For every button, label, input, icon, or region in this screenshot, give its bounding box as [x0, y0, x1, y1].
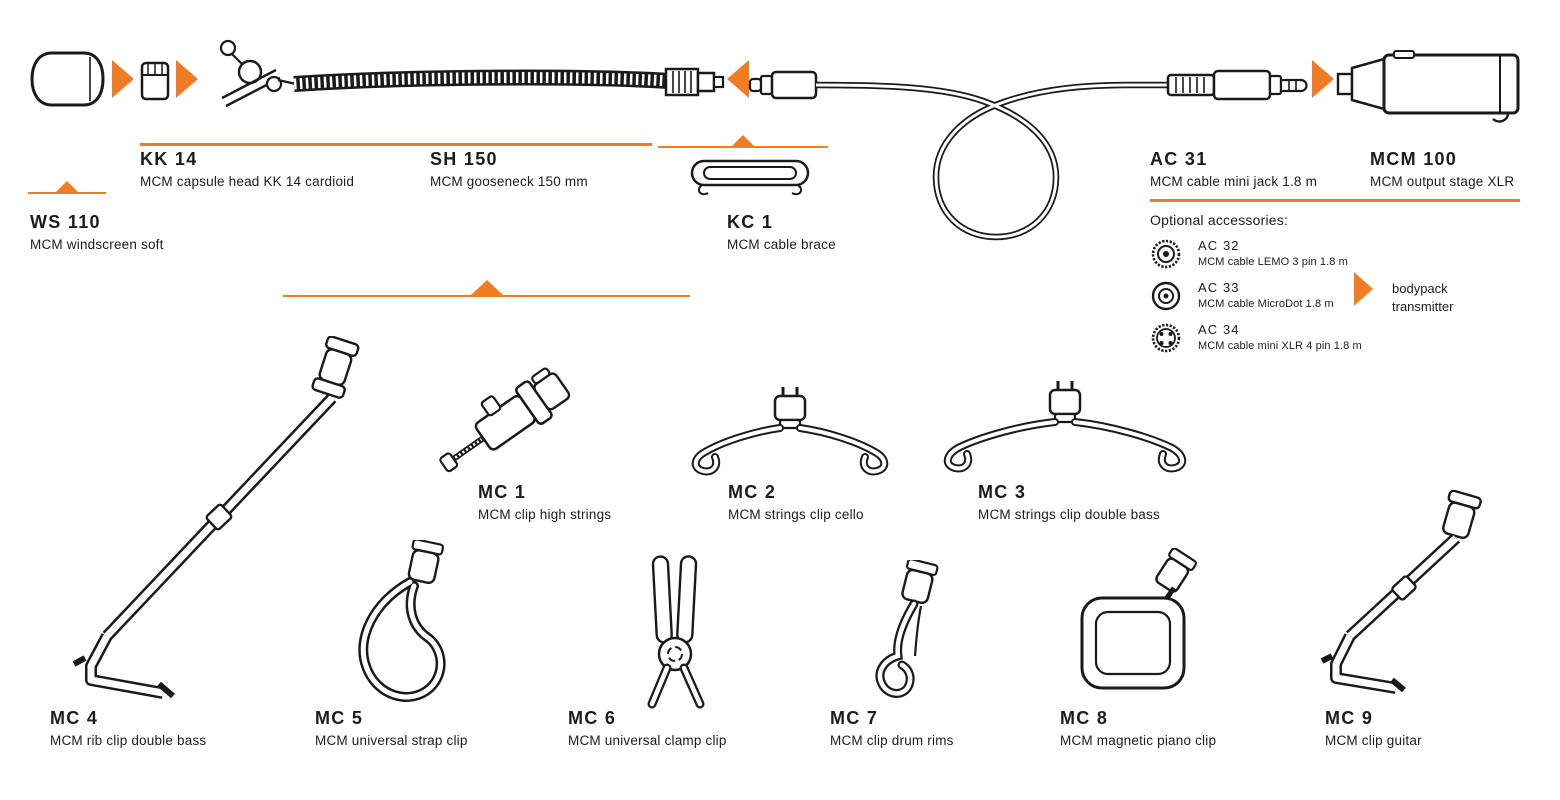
clip-title: MC 6: [568, 708, 617, 728]
part-title: SH 150: [430, 149, 498, 169]
accessory-desc: MCM cable MicroDot 1.8 m: [1198, 298, 1334, 310]
kc1-pointer: [658, 134, 828, 148]
flow-arrow-right-icon: [176, 60, 198, 98]
ws110-illustration: [30, 51, 105, 107]
mc3-illustration: [943, 381, 1187, 473]
label-rule-right: [1150, 199, 1520, 202]
mc4-illustration: [72, 336, 360, 699]
kc1-illustration: [690, 159, 810, 196]
optional-accessories-heading: Optional accessories:: [1150, 212, 1289, 228]
accessory-title: AC 34: [1198, 322, 1240, 337]
clip-desc: MCM universal clamp clip: [568, 733, 727, 748]
clip-desc: MCM strings clip double bass: [978, 507, 1160, 522]
accessory-row-ac34: AC 34 MCM cable mini XLR 4 pin 1.8 m: [1150, 322, 1362, 354]
mc6-label: MC 6 MCM universal clamp clip: [568, 708, 727, 748]
mc7-label: MC 7 MCM clip drum rims: [830, 708, 954, 748]
mc4-label: MC 4 MCM rib clip double bass: [50, 708, 206, 748]
part-desc: MCM cable brace: [727, 237, 836, 252]
mini-xlr-connector-icon: [1151, 323, 1181, 353]
accessory-desc: MCM cable LEMO 3 pin 1.8 m: [1198, 256, 1348, 268]
ws110-pointer: [28, 180, 106, 194]
clip-desc: MCM rib clip double bass: [50, 733, 207, 748]
ws110-label: WS 110 MCM windscreen soft: [30, 212, 164, 252]
part-desc: MCM gooseneck 150 mm: [430, 174, 588, 189]
ac31-cable-illustration: [748, 69, 1308, 241]
clip-desc: MCM universal strap clip: [315, 733, 468, 748]
clip-desc: MCM clip guitar: [1325, 733, 1422, 748]
clip-title: MC 4: [50, 708, 99, 728]
mc6-illustration: [647, 555, 705, 709]
clip-title: MC 5: [315, 708, 364, 728]
kc1-label: KC 1 MCM cable brace: [727, 212, 836, 252]
accessory-title: AC 32: [1198, 238, 1240, 253]
part-desc: MCM cable mini jack 1.8 m: [1150, 174, 1318, 189]
mc8-label: MC 8 MCM magnetic piano clip: [1060, 708, 1216, 748]
caret-up-icon: [56, 181, 78, 192]
mc5-illustration: [358, 540, 446, 702]
flow-arrow-right-icon: [112, 60, 134, 98]
clips-pointer: [283, 278, 690, 297]
caret-up-icon: [470, 280, 503, 295]
clip-desc: MCM clip high strings: [478, 507, 612, 522]
lemo-connector-icon: [1151, 239, 1181, 269]
caret-up-icon: [732, 135, 754, 146]
clip-desc: MCM magnetic piano clip: [1060, 733, 1217, 748]
accessory-desc: MCM cable mini XLR 4 pin 1.8 m: [1198, 340, 1362, 352]
clip-title: MC 7: [830, 708, 879, 728]
kk14-illustration: [140, 61, 170, 101]
part-title: KK 14: [140, 149, 198, 169]
part-desc: MCM windscreen soft: [30, 237, 164, 252]
mc9-label: MC 9 MCM clip guitar: [1325, 708, 1422, 748]
clip-desc: MCM clip drum rims: [830, 733, 954, 748]
kk14-label: KK 14 MCM capsule head KK 14 cardioid: [140, 149, 354, 189]
accessory-row-ac32: AC 32 MCM cable LEMO 3 pin 1.8 m: [1150, 238, 1348, 270]
sh150-illustration: [219, 39, 725, 108]
part-title: MCM 100: [1370, 149, 1458, 169]
part-title: KC 1: [727, 212, 774, 232]
part-desc: MCM capsule head KK 14 cardioid: [140, 174, 355, 189]
accessory-title: AC 33: [1198, 280, 1240, 295]
accessory-row-ac33: AC 33 MCM cable MicroDot 1.8 m: [1150, 280, 1334, 312]
clip-desc: MCM strings clip cello: [728, 507, 864, 522]
bodypack-arrow-icon: [1354, 272, 1373, 306]
clip-title: MC 8: [1060, 708, 1109, 728]
mcm100-label: MCM 100 MCM output stage XLR: [1370, 149, 1514, 189]
mc9-illustration: [1320, 490, 1482, 694]
flow-arrow-right-icon: [1312, 60, 1334, 98]
mc7-illustration: [875, 560, 939, 698]
label-rule-left: [140, 143, 652, 146]
mc2-label: MC 2 MCM strings clip cello: [728, 482, 864, 522]
microdot-connector-icon: [1151, 281, 1181, 311]
bodypack-transmitter-label: bodypack transmitter: [1392, 281, 1454, 315]
part-title: AC 31: [1150, 149, 1208, 169]
mcm100-illustration: [1336, 50, 1520, 123]
sh150-label: SH 150 MCM gooseneck 150 mm: [430, 149, 588, 189]
clip-title: MC 3: [978, 482, 1027, 502]
ac31-label: AC 31 MCM cable mini jack 1.8 m: [1150, 149, 1317, 189]
mc5-label: MC 5 MCM universal strap clip: [315, 708, 468, 748]
clip-title: MC 1: [478, 482, 527, 502]
clip-title: MC 9: [1325, 708, 1374, 728]
clip-title: MC 2: [728, 482, 777, 502]
mc3-label: MC 3 MCM strings clip double bass: [978, 482, 1160, 522]
mc2-illustration: [691, 387, 889, 476]
mc8-illustration: [1080, 548, 1197, 690]
mc1-label: MC 1 MCM clip high strings: [478, 482, 611, 522]
part-title: WS 110: [30, 212, 101, 232]
mc1-illustration: [439, 367, 571, 473]
part-desc: MCM output stage XLR: [1370, 174, 1515, 189]
flow-arrow-left-icon: [727, 60, 749, 98]
